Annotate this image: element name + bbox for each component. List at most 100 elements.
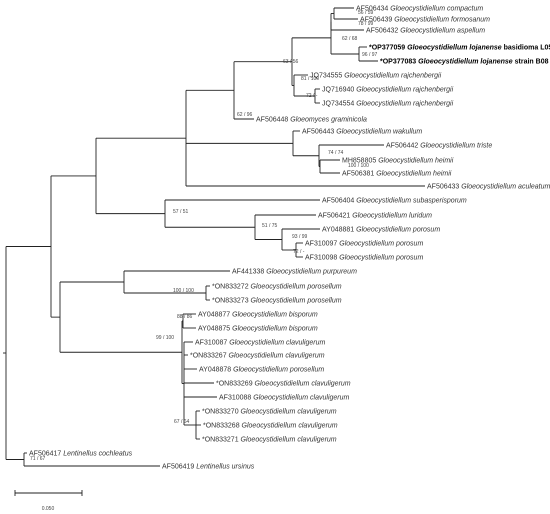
species-name: Gloeocystidiellum clavuligerum [255, 380, 351, 387]
taxon-label: *ON833268 Gloeocystidiellum clavuligerum [203, 422, 338, 429]
species-name: Gloeocystidiellum rajchenbergii [356, 86, 453, 93]
support-value: 67 / 64 [174, 419, 190, 425]
species-name: Gloeocystidiellum porosum [356, 226, 440, 233]
support-value: 88 / 86 [177, 314, 193, 320]
accession: *ON833272 [212, 283, 251, 290]
species-name: Gloeocystidiellum triste [420, 142, 492, 149]
species-name: Gloeocystidiellum clavuligerum [241, 408, 337, 415]
accession: JQ716940 [322, 86, 356, 93]
accession: AF506381 [342, 170, 376, 177]
taxon-label: AY048881 Gloeocystidiellum porosum [322, 226, 440, 233]
species-name: Gloeocystidiellum subasperisporum [356, 197, 467, 204]
accession: *OP377083 [380, 58, 418, 65]
taxon-label: *ON833270 Gloeocystidiellum clavuligerum [202, 408, 337, 415]
support-value: 99 / 100 [156, 335, 174, 341]
accession: AF506442 [386, 142, 420, 149]
accession: AY048878 [199, 366, 233, 373]
taxon-label: JQ734554 Gloeocystidiellum rajchenbergii [322, 100, 454, 107]
species-name: Gloeocystidiellum rajchenbergii [344, 72, 441, 79]
species-name: Gloeocystidiellum porosellum [251, 297, 342, 304]
support-value: 74 / 74 [328, 150, 344, 156]
species-name: Gloeocystidiellum lojanense [407, 44, 502, 51]
accession: AF441338 [232, 268, 266, 275]
taxon-label: AF506434 Gloeocystidiellum compactum [356, 5, 483, 12]
taxon-label: *ON833272 Gloeocystidiellum porosellum [212, 283, 342, 290]
species-name: Gloeocystidiellum aspellum [400, 27, 485, 34]
support-value: 100 / 100 [348, 163, 369, 169]
support-value: 81 / 100 [301, 76, 319, 82]
accession: AY048875 [198, 325, 232, 332]
taxon-label: AF506439 Gloeocystidiellum formosanum [360, 16, 490, 23]
taxon-label: AF506404 Gloeocystidiellum subasperispor… [322, 197, 467, 204]
support-value: 93 / 99 [292, 234, 308, 240]
accession: AY048881 [322, 226, 356, 233]
tree-branches [3, 7, 425, 467]
accession: AF506434 [356, 5, 390, 12]
taxon-label: AF506448 Gloeomyces graminicola [256, 116, 367, 123]
accession: *ON833270 [202, 408, 241, 415]
taxon-label: AF310098 Gloeocystidiellum porosum [305, 254, 423, 261]
support-value: 72 / - [306, 93, 318, 99]
taxon-label: *OP377059 Gloeocystidiellum lojanense ba… [369, 44, 550, 51]
accession: AF506439 [360, 16, 394, 23]
species-name: Gloeocystidiellum heimii [376, 170, 452, 177]
species-name: Gloeocystidiellum aculeatum [461, 183, 550, 190]
species-name: Gloeocystidiellum clavuligerum [229, 352, 325, 359]
accession: *ON833273 [212, 297, 251, 304]
species-name: Gloeocystidiellum porosum [339, 240, 423, 247]
species-name: Gloeocystidiellum wakullum [336, 128, 422, 135]
species-name: Gloeomyces graminicola [290, 116, 367, 123]
accession: AF506419 [162, 463, 196, 470]
taxon-label: AF310087 Gloeocystidiellum clavuligerum [195, 339, 326, 346]
taxon-label: AF310097 Gloeocystidiellum porosum [305, 240, 423, 247]
accession: *ON833267 [190, 352, 229, 359]
species-name: Gloeocystidiellum clavuligerum [241, 436, 337, 443]
accession: AF506432 [366, 27, 400, 34]
species-name: Gloeocystidiellum clavuligerum [229, 339, 325, 346]
species-name: Gloeocystidiellum porosellum [251, 283, 342, 290]
scale-bar-label: 0.050 [42, 506, 55, 512]
accession: AF506448 [256, 116, 290, 123]
support-value: 57 / 51 [173, 209, 189, 215]
accession: *OP377059 [369, 44, 407, 51]
taxon-label: AF506417 Lentinellus cochleatus [29, 450, 133, 457]
accession: AF506417 [29, 450, 63, 457]
taxon-label: AY048875 Gloeocystidiellum bisporum [198, 325, 318, 332]
support-value: 63 / 56 [283, 59, 299, 65]
support-value: 96 / 97 [362, 52, 378, 58]
taxon-label: *ON833269 Gloeocystidiellum clavuligerum [216, 380, 351, 387]
support-value: 100 / 100 [173, 288, 194, 294]
support-value: 62 / 96 [237, 112, 253, 118]
accession: AF506443 [302, 128, 336, 135]
taxon-label: MH858805 Gloeocystidiellum heimii [342, 157, 454, 164]
accession: AY048877 [198, 311, 232, 318]
accession: AF506433 [427, 183, 461, 190]
strain-label: basidioma L05 [502, 44, 550, 51]
species-name: Lentinellus ursinus [196, 463, 254, 470]
species-name: Gloeocystidiellum clavuligerum [242, 422, 338, 429]
species-name: Gloeocystidiellum heimii [378, 157, 454, 164]
species-name: Gloeocystidiellum bisporum [232, 325, 318, 332]
accession: AF310087 [195, 339, 229, 346]
taxon-label: AF506419 Lentinellus ursinus [162, 463, 255, 470]
taxon-label: AF506432 Gloeocystidiellum aspellum [366, 27, 485, 34]
support-value: 71 / 67 [30, 456, 46, 462]
scale-bar: 0.050 [14, 490, 83, 512]
strain-label: strain B08 [513, 58, 549, 65]
taxon-label: *ON833267 Gloeocystidiellum clavuligerum [190, 352, 325, 359]
taxon-label: AF441338 Gloeocystidiellum purpureum [232, 268, 357, 275]
taxon-label: AY048877 Gloeocystidiellum bisporum [198, 311, 318, 318]
taxon-labels: AF506434 Gloeocystidiellum compactumAF50… [29, 5, 550, 470]
species-name: Gloeocystidiellum purpureum [266, 268, 357, 275]
species-name: Gloeocystidiellum luridum [352, 212, 432, 219]
taxon-label: AF310088 Gloeocystidiellum clavuligerum [219, 394, 350, 401]
species-name: Gloeocystidiellum porosellum [233, 366, 324, 373]
taxon-label: AY048878 Gloeocystidiellum porosellum [199, 366, 324, 373]
accession: *ON833268 [203, 422, 242, 429]
taxon-label: *ON833271 Gloeocystidiellum clavuligerum [202, 436, 337, 443]
accession: AF310088 [219, 394, 253, 401]
accession: AF506421 [318, 212, 352, 219]
taxon-label: AF506421 Gloeocystidiellum luridum [318, 212, 432, 219]
